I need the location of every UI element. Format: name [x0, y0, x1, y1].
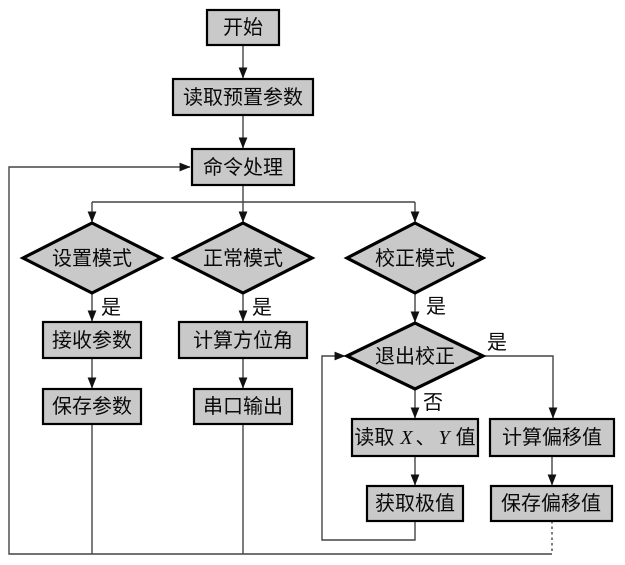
node-read-preset-params: 读取预置参数 [171, 77, 315, 117]
node-setting-mode-label: 设置模式 [52, 247, 132, 270]
node-calc-offset-label: 计算偏移值 [502, 426, 602, 449]
edge-label-calibration-yes: 是 [426, 296, 446, 318]
node-command-label: 命令处理 [203, 156, 283, 179]
node-normal-mode: 正常模式 [170, 221, 316, 295]
node-start: 开始 [205, 8, 281, 47]
node-save-offset-box [489, 484, 614, 523]
node-receive-params-label: 接收参数 [52, 329, 132, 352]
node-read-preset-label: 读取预置参数 [183, 86, 303, 109]
node-calibration-mode-diamond [343, 221, 487, 295]
node-save-params: 保存参数 [41, 387, 143, 426]
node-read-preset-box [171, 77, 315, 117]
node-start-box [205, 8, 281, 47]
node-serial-output-box [192, 387, 294, 426]
node-read-xy-box [350, 417, 480, 458]
connectors [8, 45, 558, 555]
node-receive-params: 接收参数 [41, 320, 143, 360]
node-command-box [190, 147, 296, 187]
node-calc-offset-box [488, 417, 616, 458]
node-receive-params-box [41, 320, 143, 360]
node-exit-calibration: 退出校正 [343, 321, 487, 391]
node-get-extremes-label: 获取极值 [375, 492, 455, 515]
edge-label-normal-yes: 是 [252, 297, 272, 319]
node-calc-azimuth-box [177, 320, 309, 360]
node-command-process: 命令处理 [190, 147, 296, 187]
node-exit-calibration-diamond [343, 321, 487, 391]
node-save-offset: 保存偏移值 [489, 484, 614, 523]
node-normal-mode-diamond [170, 221, 316, 295]
node-start-label: 开始 [223, 16, 263, 39]
node-setting-mode-diamond [19, 221, 165, 295]
node-calc-offset: 计算偏移值 [488, 417, 616, 458]
node-exit-calibration-label: 退出校正 [375, 345, 455, 368]
node-get-extremes: 获取极值 [365, 484, 465, 523]
node-serial-output-label: 串口输出 [203, 395, 283, 418]
connector-bottom-return-line [8, 162, 552, 555]
node-normal-mode-label: 正常模式 [203, 247, 283, 270]
node-save-params-label: 保存参数 [52, 395, 132, 418]
node-save-offset-label: 保存偏移值 [501, 492, 601, 515]
node-calibration-mode-label: 校正模式 [375, 247, 455, 270]
edge-label-exit-yes: 是 [487, 332, 507, 354]
edge-label-setting-yes: 是 [101, 297, 121, 319]
node-save-params-box [41, 387, 143, 426]
edge-label-exit-no: 否 [423, 392, 443, 414]
node-setting-mode: 设置模式 [19, 221, 165, 295]
node-calc-azimuth-label: 计算方位角 [193, 329, 293, 352]
connector-extremes-loop-to-exit [321, 351, 416, 541]
edge-labels: 是 是 是 是 否 [101, 296, 507, 414]
node-get-extremes-box [365, 484, 465, 523]
node-calibration-mode: 校正模式 [343, 221, 487, 295]
connector-exit-yes-to-calc-offset [483, 355, 558, 419]
node-serial-output: 串口输出 [192, 387, 294, 426]
node-calc-azimuth: 计算方位角 [177, 320, 309, 360]
